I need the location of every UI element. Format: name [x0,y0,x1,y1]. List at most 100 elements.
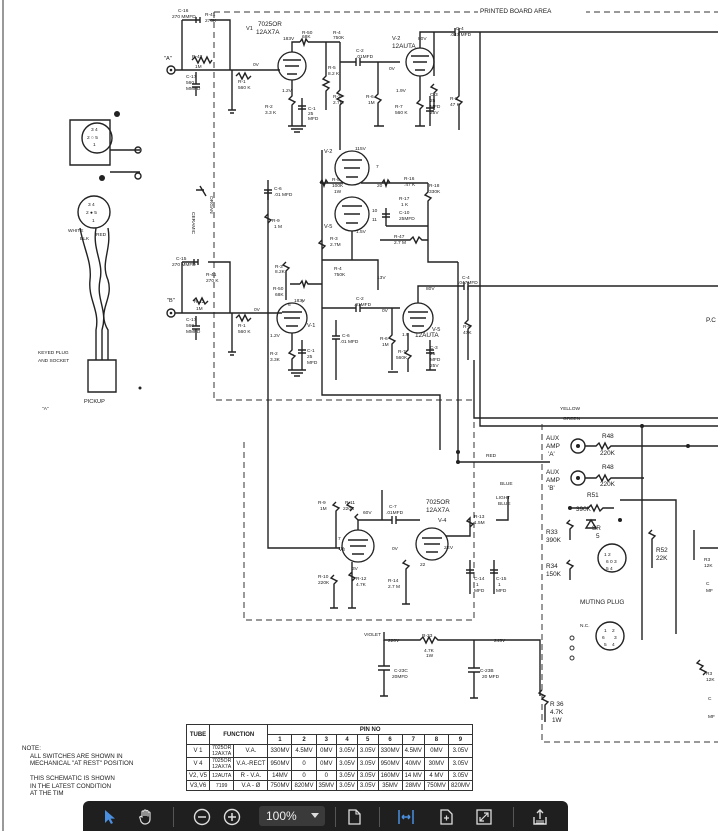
svg-text:C-6: C-6 [274,186,282,192]
svg-text:270 K: 270 K [206,278,219,284]
svg-text:4.7K: 4.7K [424,648,435,654]
pin-voltage-cell: 0MV [315,757,338,771]
svg-text:R-10: R-10 [318,574,329,580]
pin-voltage-cell: 950MV [267,757,293,771]
function-cell: R - V.A. [233,770,269,781]
fit-width-icon[interactable] [395,806,417,828]
svg-text:22K: 22K [656,555,668,562]
svg-text:25V: 25V [430,363,439,369]
svg-text:MF: MF [706,588,713,594]
svg-text:MMFD: MMFD [186,86,201,92]
svg-text:C-1: C-1 [307,348,315,354]
svg-text:115V: 115V [355,146,367,152]
svg-text:5 4: 5 4 [606,566,613,572]
pin-number-header: 4 [336,734,358,745]
svg-text:PICKUP: PICKUP [84,399,105,405]
svg-text:4.7K: 4.7K [550,709,564,716]
pin-voltage-cell: 330MV [267,744,293,758]
pin-voltage-cell: 40MV [401,757,425,771]
svg-text:330K: 330K [429,189,441,195]
svg-text:8.2K: 8.2K [275,269,286,275]
svg-text:10: 10 [372,208,378,214]
svg-text:390K: 390K [576,506,592,513]
svg-text:R48: R48 [602,433,614,440]
pin-voltage-cell: 750MV [267,780,293,791]
pin-voltage-cell: 0 [291,770,317,781]
svg-text:R-4: R-4 [333,30,341,36]
svg-text:R-8: R-8 [450,96,458,102]
svg-text:R-7: R-7 [398,349,406,355]
hand-tool-icon[interactable] [135,806,157,828]
svg-text:12AX7A: 12AX7A [256,29,280,36]
svg-text:11: 11 [372,217,377,223]
zoom-level-select[interactable]: 100% [259,806,325,826]
svg-text:R-16: R-16 [404,176,415,182]
pin-voltage-cell: 820MV [291,780,317,791]
board-area-label: PRINTED BOARD AREA [480,8,552,15]
svg-text:RED: RED [96,232,107,238]
svg-text:220K: 220K [318,580,330,586]
fullscreen-icon[interactable] [473,806,495,828]
svg-text:25MFD: 25MFD [399,216,415,222]
svg-text:CERAMIC: CERAMIC [190,212,196,235]
svg-text:C-15: C-15 [176,256,187,262]
svg-text:0V: 0V [389,66,396,72]
svg-text:270K: 270K [205,18,217,24]
svg-text:C-17: C-17 [186,317,197,323]
svg-text:245V: 245V [494,638,506,644]
svg-text:R-3: R-3 [275,264,283,270]
svg-text:V-2: V-2 [324,149,332,155]
tube-cell: V 4 [185,757,211,771]
svg-text:RED: RED [486,453,497,459]
svg-text:7025OR: 7025OR [258,21,282,28]
svg-text:'A': 'A' [548,451,555,458]
svg-text:22: 22 [420,562,426,568]
svg-text:47 K: 47 K [450,102,461,108]
fit-page-icon[interactable] [435,806,457,828]
pin-voltage-cell: 160MV [377,770,403,781]
svg-text:1.5V: 1.5V [356,229,367,235]
svg-text:V-4: V-4 [438,518,446,524]
svg-text:560K: 560K [396,355,408,361]
zoom-out-icon[interactable] [191,806,213,828]
svg-text:C-6: C-6 [342,333,350,339]
svg-text:750K: 750K [334,272,346,278]
zoom-in-icon[interactable] [221,806,243,828]
svg-text:12AUTA: 12AUTA [415,332,439,339]
svg-text:P.C: P.C [706,317,716,324]
svg-text:1: 1 [92,218,95,224]
wire-run [267,180,340,549]
svg-text:R3: R3 [704,557,710,563]
svg-text:68K: 68K [275,292,284,298]
pin-voltage-cell: 0MV [423,744,449,758]
export-icon[interactable] [529,806,551,828]
svg-text:C-10: C-10 [399,210,410,216]
svg-text:0V: 0V [392,546,399,552]
svg-text:C-15: C-15 [496,576,507,582]
svg-text:1W: 1W [426,653,434,659]
pin-number-header: 3 [315,734,338,745]
svg-text:0V: 0V [253,62,260,68]
svg-text:R-4: R-4 [334,266,342,272]
svg-text:LIGHT: LIGHT [496,495,510,501]
svg-text:C-2: C-2 [356,296,364,302]
svg-text:R-14: R-14 [388,578,399,584]
pin-voltage-cell: 3.05V [336,757,358,771]
zoom-level-value: 100% [266,809,297,823]
page-icon[interactable] [343,806,365,828]
svg-text:BLK: BLK [80,236,90,242]
svg-text:R51: R51 [587,492,599,499]
svg-text:270 MMFD: 270 MMFD [172,262,196,268]
svg-text:C-23B: C-23B [480,668,494,674]
select-arrow-icon[interactable] [99,806,121,828]
pin-voltage-cell: 35MV [377,780,403,791]
